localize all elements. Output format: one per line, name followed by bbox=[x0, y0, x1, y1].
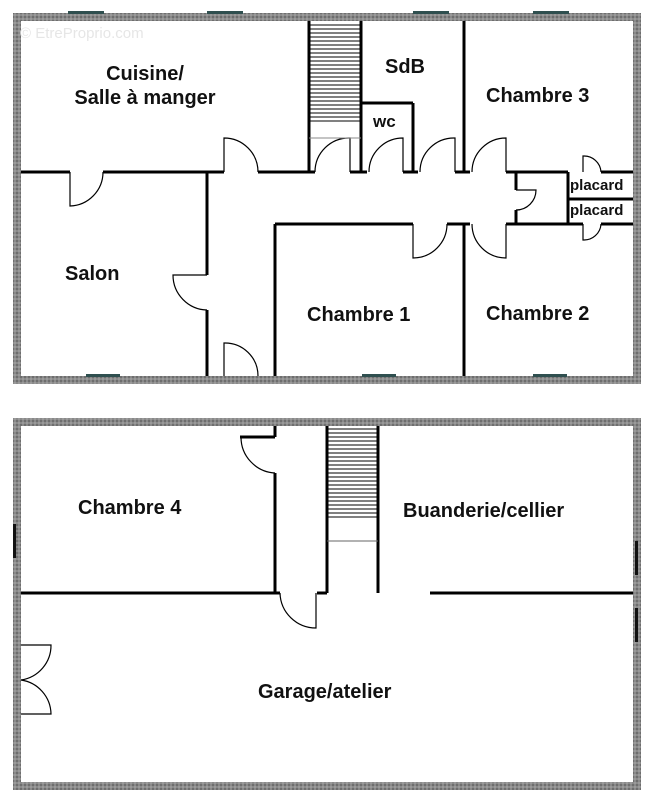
room-label-chambre3: Chambre 3 bbox=[486, 85, 590, 107]
window bbox=[413, 11, 449, 14]
door bbox=[223, 342, 259, 377]
room-label-cuisine: Cuisine/ Salle à manger bbox=[70, 62, 220, 110]
door bbox=[471, 137, 507, 173]
upper-partitions bbox=[21, 21, 633, 376]
door bbox=[582, 223, 602, 241]
upper-floor bbox=[13, 11, 641, 384]
lower-stairs bbox=[328, 428, 377, 518]
room-label-buanderie: Buanderie/cellier bbox=[403, 500, 565, 522]
garage-double-door bbox=[20, 644, 52, 681]
door bbox=[419, 137, 456, 173]
window bbox=[533, 11, 569, 14]
garage-double-door bbox=[20, 679, 52, 715]
window bbox=[362, 374, 396, 377]
window bbox=[635, 541, 638, 575]
upper-stairs bbox=[310, 24, 360, 122]
room-label-cuisine-line1: Cuisine/ bbox=[106, 63, 184, 85]
door bbox=[314, 137, 351, 173]
window bbox=[533, 374, 567, 377]
lower-partitions bbox=[21, 426, 633, 595]
lower-doors bbox=[20, 436, 378, 715]
window bbox=[635, 608, 638, 642]
door bbox=[223, 137, 259, 173]
room-label-chambre1: Chambre 1 bbox=[307, 304, 411, 326]
room-label-chambre2: Chambre 2 bbox=[486, 303, 590, 325]
room-label-sdb: SdB bbox=[385, 56, 425, 78]
room-label-wc: wc bbox=[373, 112, 396, 131]
room-label-placard-2: placard bbox=[570, 202, 624, 219]
door bbox=[471, 223, 507, 259]
door bbox=[240, 436, 276, 474]
door bbox=[172, 274, 208, 311]
room-label-cuisine-line2: Salle à manger bbox=[74, 87, 216, 109]
room-label-garage: Garage/atelier bbox=[258, 681, 392, 703]
door bbox=[368, 137, 404, 173]
door bbox=[69, 171, 104, 207]
watermark: © EtreProprio.com bbox=[20, 25, 144, 42]
room-label-chambre4: Chambre 4 bbox=[78, 497, 182, 519]
door bbox=[582, 155, 602, 173]
door bbox=[515, 189, 537, 211]
upper-doors bbox=[69, 137, 602, 377]
door bbox=[279, 592, 317, 629]
window bbox=[13, 524, 16, 558]
room-label-salon: Salon bbox=[65, 263, 120, 285]
room-label-placard-1: placard bbox=[570, 177, 624, 194]
lower-floor bbox=[13, 418, 641, 790]
window bbox=[207, 11, 243, 14]
window bbox=[86, 374, 120, 377]
door bbox=[412, 223, 448, 259]
window bbox=[68, 11, 104, 14]
